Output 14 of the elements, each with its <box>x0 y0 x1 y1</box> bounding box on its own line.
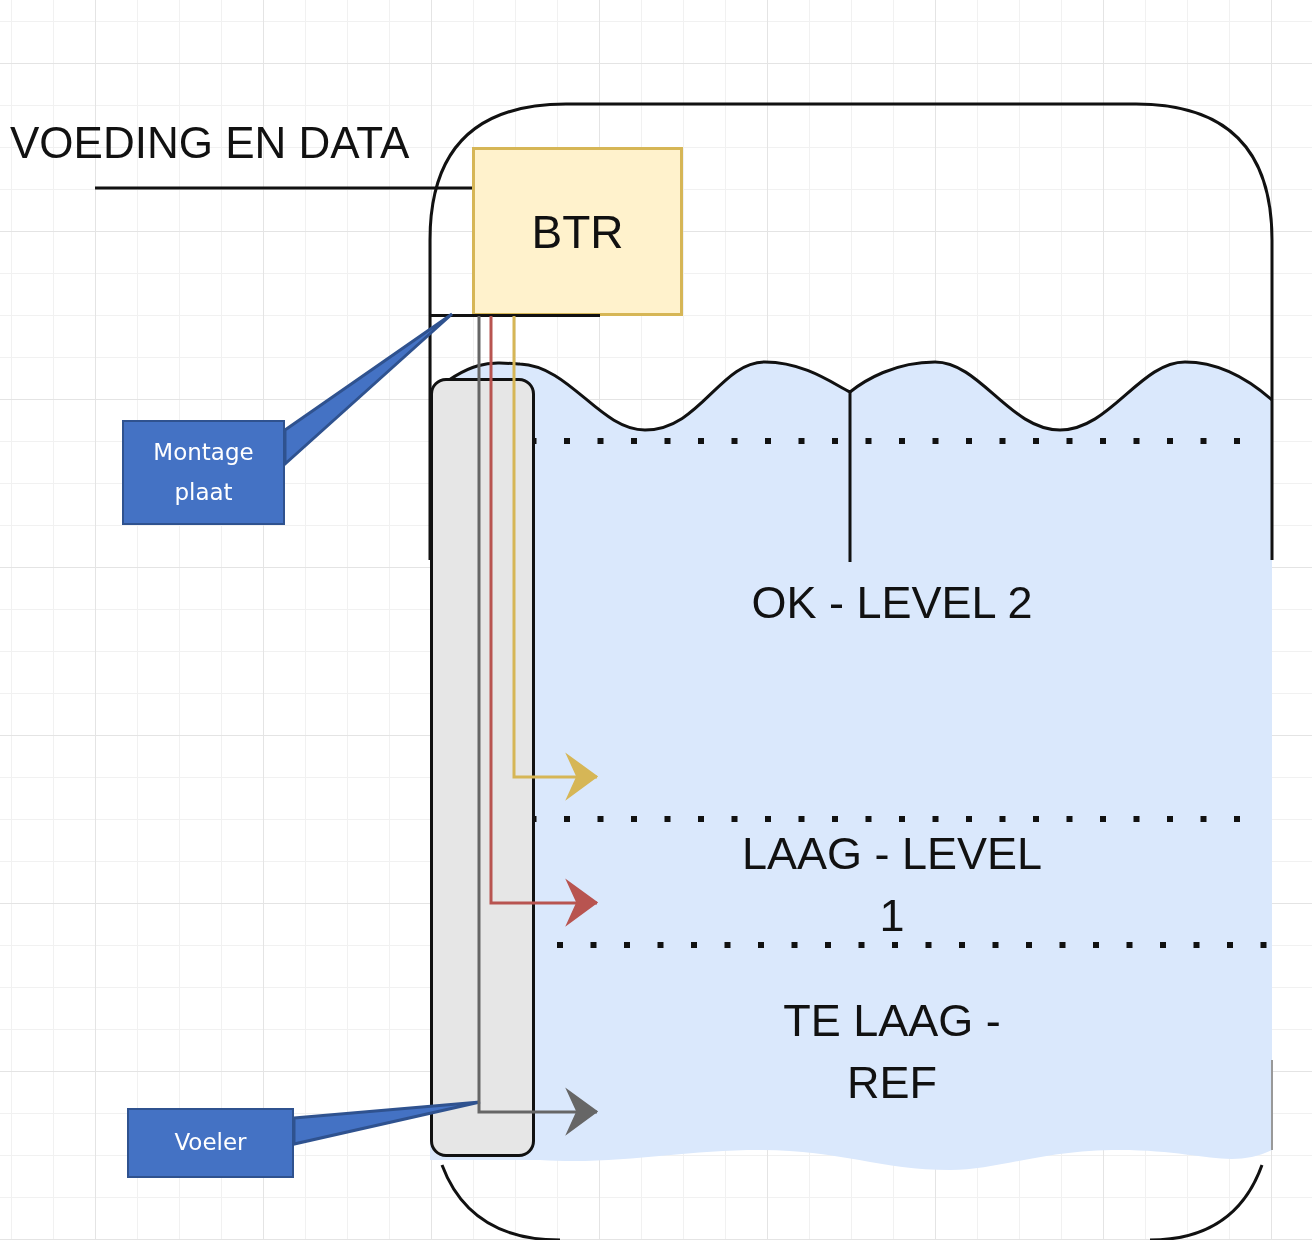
cable-label: VOEDING EN DATA <box>10 118 435 188</box>
arrow <box>489 316 599 927</box>
callout-box: Voeler <box>127 1108 294 1178</box>
device-box: BTR <box>472 147 683 316</box>
sensor-probe <box>430 378 535 1157</box>
callout-pointer <box>283 312 454 468</box>
arrow <box>477 316 599 1136</box>
level-label: OK - LEVEL 2 <box>750 576 1034 630</box>
arrow <box>512 316 599 801</box>
callout-box: Montage plaat <box>122 420 285 525</box>
connector-line <box>95 186 472 190</box>
mounting-plate <box>430 314 600 317</box>
level-label: LAAG - LEVEL 1 <box>740 827 1044 943</box>
level-label: TE LAAG - REF <box>782 994 1002 1110</box>
